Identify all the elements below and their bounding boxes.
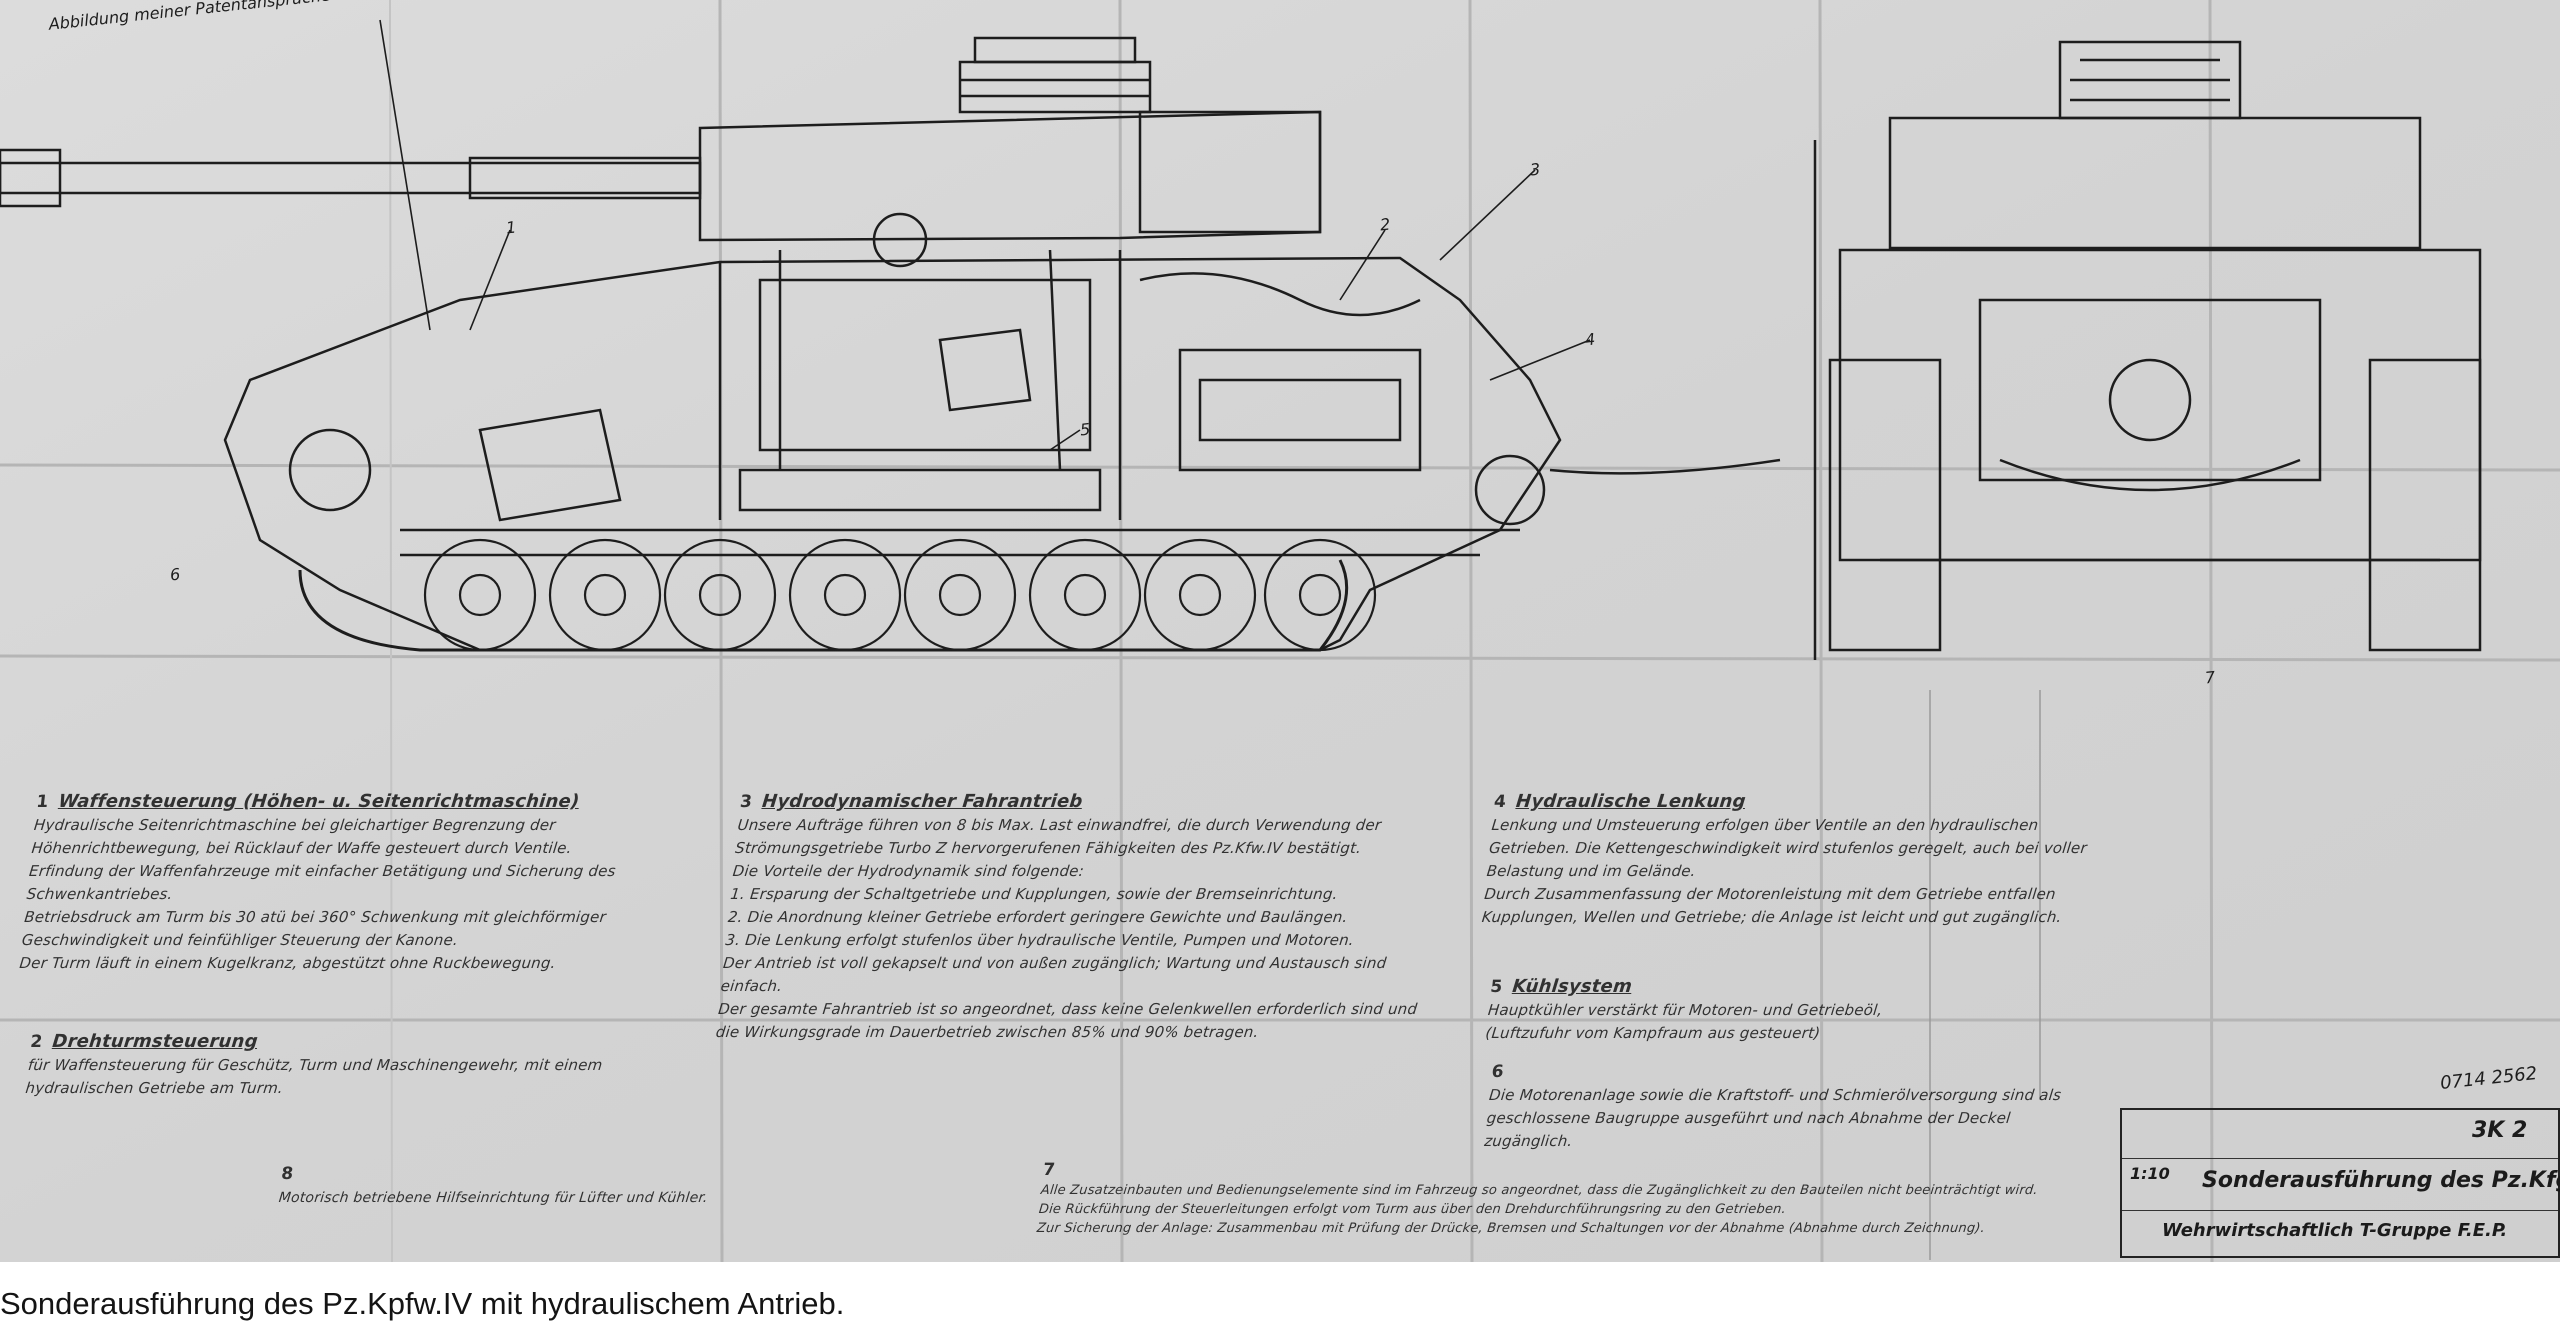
title-block-subtitle: Wehrwirtschaftlich T-Gruppe F.E.P. [2162,1220,2508,1241]
note-1: 1 Waffensteuerung (Höhen- u. Seitenrichtm… [18,790,657,975]
balloon-4: 4 [1584,329,1597,350]
note-8-heading [302,1163,304,1184]
note-7: 7 Alle Zusatzeinbauten und Bedienungsele… [1036,1160,2104,1238]
note-1-text: Hydraulische Seitenrichtmaschine bei gle… [18,816,617,972]
note-4-number: 4 [1492,792,1508,812]
balloon-2: 2 [1379,214,1392,235]
note-5-text: Hauptkühler verstärkt für Motoren- und G… [1484,1001,1884,1042]
balloon-6: 6 [169,564,182,585]
front-track-right [2368,358,2482,652]
note-3: 3 Hydrodynamischer Fahrantrieb Unsere Auf… [715,790,1442,1044]
note-1-heading: Waffensteuerung (Höhen- u. Seitenrichtma… [57,791,581,812]
note-2: 2 Drehturmsteuerung für Waffensteuerung f… [24,1030,651,1100]
note-4-heading: Hydraulische Lenkung [1515,791,1747,812]
note-6-text: Die Motorenanlage sowie die Kraftstoff- … [1483,1086,2063,1150]
leader-lines [379,19,1591,451]
hull [223,256,1562,652]
note-7-number: 7 [1041,1160,1057,1180]
note-3-text: Unsere Aufträge führen von 8 bis Max. La… [714,816,1419,1041]
title-block-title: Sonderausführung des Pz.Kfg.IV [2202,1168,2560,1193]
engine-block [1178,348,1422,472]
title-block: 1:10 3K 2 Sonderausführung des Pz.Kfg.IV… [2120,1108,2560,1258]
balloon-1: 1 [505,217,518,238]
note-5-heading: Kühlsystem [1511,976,1634,997]
note-6-heading [1513,1061,1515,1082]
note-5-number: 5 [1489,977,1504,997]
note-7-text: Alle Zusatzeinbauten und Bedienungseleme… [1036,1183,2039,1236]
balloon-5: 5 [1079,419,1092,440]
note-3-heading: Hydrodynamischer Fahrantrieb [761,791,1084,812]
turret [698,110,1322,242]
border-lines [1929,690,2041,1260]
note-2-number: 2 [29,1032,44,1052]
note-6-number: 6 [1490,1062,1505,1082]
note-8-text: Motorisch betriebene Hilfseinrichtung fü… [277,1190,709,1206]
paper-fold-lines [0,0,2560,1262]
note-8-number: 8 [280,1164,295,1184]
note-3-number: 3 [739,792,754,812]
paper-background [0,0,2560,1262]
front-track-left [1828,358,1942,652]
note-6: 6 Die Motorenanlage sowie die Kraftstoff… [1483,1060,2093,1153]
note-1-number: 1 [35,792,50,812]
title-block-sheet: 3K 2 [2472,1118,2528,1143]
blueprint-sheet: Abbildung meiner Patentanspruche 1 2 3 4… [0,0,2560,1262]
muzzle-brake [0,148,62,208]
tank-front-view [1813,40,2482,660]
blueprint-drawing [0,0,2560,1262]
note-4-text: Lenkung und Umsteuerung erfolgen über Ve… [1481,816,2088,926]
title-block-scale: 1:10 [2130,1164,2170,1183]
note-5: 5 Kühlsystem Hauptkühler verstärkt für Mo… [1484,975,2091,1045]
road-wheels [423,538,1377,652]
note-8: 8 Motorisch betriebene Hilfseinrichtung … [277,1162,922,1210]
image-caption: Sonderausführung des Pz.Kpfw.IV mit hydr… [0,1286,845,1321]
tank-side-view [0,36,1781,652]
note-4: 4 Hydraulische Lenkung Lenkung und Umsteu… [1481,790,2096,929]
note-2-text: für Waffensteuerung für Geschütz, Turm u… [24,1056,604,1097]
balloon-7: 7 [2204,667,2217,688]
note-7-heading [1064,1159,1066,1180]
balloon-3: 3 [1529,159,1542,180]
note-2-heading: Drehturmsteuerung [51,1031,259,1052]
